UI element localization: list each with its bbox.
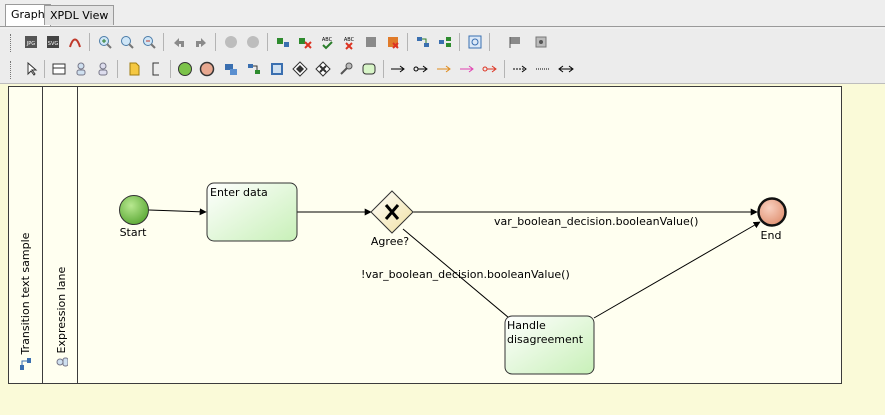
align-icon[interactable] [435,32,455,52]
svg-text:ABC: ABC [344,37,355,43]
transition-start-to-enter[interactable] [148,208,207,216]
save-svg-icon[interactable]: SVG [43,32,63,52]
save-jpg-icon[interactable]: JPG [21,32,41,52]
save-pdf-icon[interactable] [65,32,85,52]
transition-orange-icon[interactable] [434,59,454,79]
note-icon[interactable] [124,59,144,79]
end-event-icon[interactable] [197,59,217,79]
bracket-icon[interactable] [146,59,166,79]
tab-bar: Graph XPDL View [0,0,885,27]
transition-true-label: var_boolean_decision.booleanValue() [494,215,698,228]
transition-pink-icon[interactable] [457,59,477,79]
refresh-icon[interactable] [465,32,485,52]
transition-handle-to-end[interactable] [593,221,761,319]
block-icon[interactable] [244,59,264,79]
participant-icon[interactable] [71,59,91,79]
pool-header[interactable]: Transition text sample [8,86,43,384]
start-event-icon[interactable] [175,59,195,79]
zoom-out-icon[interactable] [117,32,137,52]
xor-gateway-icon[interactable] [313,59,333,79]
gateway-icon[interactable] [290,59,310,79]
end-event[interactable] [757,197,787,227]
flag-icon[interactable] [505,32,525,52]
participant-icon[interactable] [93,59,113,79]
delete-icon[interactable] [295,32,315,52]
toolbar-top: JPG SVG ABC ABC [0,29,885,56]
task-handle-disagreement[interactable] [504,315,595,375]
layout-icon[interactable] [413,32,433,52]
undo-icon[interactable] [169,32,189,52]
settings-icon[interactable] [531,32,551,52]
properties-icon[interactable] [361,32,381,52]
start-label: Start [120,226,148,239]
tool-icon[interactable] [336,59,356,79]
transition-red-icon[interactable] [480,59,500,79]
toolbar-grip[interactable] [10,34,14,52]
tab-xpdl-view[interactable]: XPDL View [44,5,115,25]
task-handle-label-1: Handle [507,319,546,332]
xor-gateway-icon [384,204,400,220]
svg-text:SVG: SVG [48,41,59,47]
association-icon[interactable] [510,59,530,79]
end-label: End [761,229,782,242]
transition-gateway-to-handle[interactable] [402,228,516,324]
transition-false-label: !var_boolean_decision.booleanValue() [361,268,570,281]
disabled-circle-icon [243,32,263,52]
lane-header[interactable]: Expression lane [42,86,78,384]
svg-text:ABC: ABC [322,37,333,43]
svg-text:JPG: JPG [26,41,35,47]
pool-label-wrap: Transition text sample [19,233,32,370]
double-arrow-icon[interactable] [556,59,576,79]
check-icon[interactable] [273,32,293,52]
errors-icon[interactable] [383,32,403,52]
task-enter-data-label: Enter data [210,186,268,199]
rounded-activity-icon[interactable] [359,59,379,79]
participant-icon [56,357,69,367]
start-event[interactable] [119,195,149,225]
transition-icon[interactable] [388,59,408,79]
pool[interactable] [8,86,842,384]
subprocess-icon[interactable] [221,59,241,79]
gateway-label: Agree? [371,235,409,248]
lane-icon[interactable] [49,59,69,79]
task-icon[interactable] [267,59,287,79]
disabled-circle-icon [221,32,241,52]
transition-both-icon[interactable] [411,59,431,79]
toolbar-grip[interactable] [10,61,14,79]
zoom-in-icon[interactable] [95,32,115,52]
select-arrow-icon[interactable] [21,59,41,79]
dotted-line-icon[interactable] [533,59,553,79]
toolbar-palette [0,56,885,84]
task-enter-data[interactable] [206,182,298,242]
task-handle-label-2: disagreement [507,333,584,346]
redo-icon[interactable] [191,32,211,52]
spellcheck-delete-icon[interactable]: ABC [339,32,359,52]
pool-icon [20,358,31,370]
lane-label-wrap: Expression lane [55,267,69,367]
spellcheck-icon[interactable]: ABC [317,32,337,52]
zoom-reset-icon[interactable] [139,32,159,52]
